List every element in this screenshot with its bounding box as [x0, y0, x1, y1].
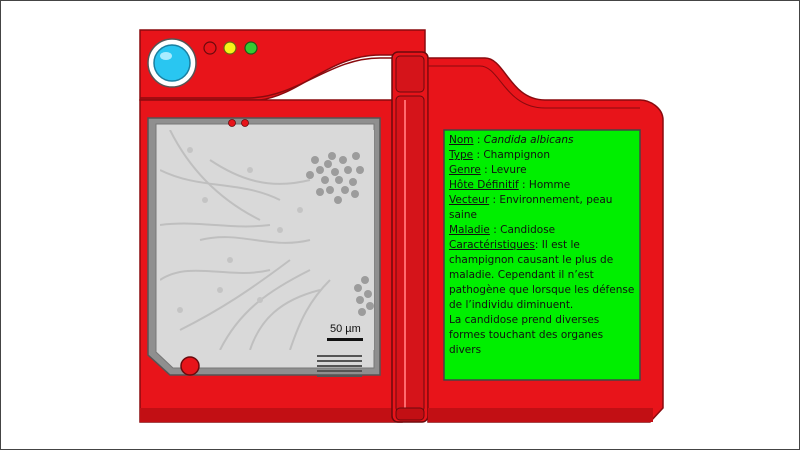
info-panel: Nom : Candida albicans Type : Champignon…: [449, 133, 637, 358]
yellow-light-icon: [223, 41, 237, 55]
info-value: Champignon: [483, 149, 550, 161]
info-key: Type: [449, 149, 474, 161]
red-light-icon: [203, 41, 217, 55]
speaker-grill-icon: [317, 355, 362, 377]
info-key: Nom: [449, 134, 474, 146]
info-row-caracteristiques: Caractéristiques: Il est le champignon c…: [449, 239, 635, 311]
info-key: Hôte Définitif: [449, 179, 519, 191]
info-screen: [443, 129, 641, 381]
screen-indicator-left-icon: [228, 119, 236, 127]
info-row-caracteristiques-2: La candidose prend diverses formes touch…: [449, 314, 604, 356]
info-value: Levure: [491, 164, 527, 176]
info-key: Vecteur: [449, 194, 490, 206]
info-row-hote: Hôte Définitif : Homme: [449, 179, 571, 191]
scale-bar: [327, 338, 363, 341]
info-key: Caractéristiques: [449, 239, 535, 251]
left-top-curve: [140, 57, 402, 99]
info-value: Candidose: [500, 224, 556, 236]
microscope-image: [160, 130, 374, 350]
green-light-icon: [244, 41, 258, 55]
scale-label: 50 µm: [330, 323, 361, 335]
info-row-vecteur: Vecteur : Environnement, peau saine: [449, 194, 613, 221]
screen-indicator-right-icon: [241, 119, 249, 127]
red-button-icon[interactable]: [180, 356, 200, 376]
info-row-type: Type : Champignon: [449, 149, 550, 161]
info-value: Environnement, peau saine: [449, 194, 613, 221]
left-bottom-shadow: [140, 408, 402, 422]
info-row-maladie: Maladie : Candidose: [449, 224, 556, 236]
info-value: Candida albicans: [483, 134, 574, 146]
hinge-icon: [391, 51, 429, 423]
info-key: Maladie: [449, 224, 490, 236]
info-value: Il est le champignon causant le plus de …: [449, 239, 635, 311]
info-value: Homme: [528, 179, 571, 191]
info-key: Genre: [449, 164, 481, 176]
info-row-nom: Nom : Candida albicans: [449, 134, 574, 146]
info-row-genre: Genre : Levure: [449, 164, 527, 176]
